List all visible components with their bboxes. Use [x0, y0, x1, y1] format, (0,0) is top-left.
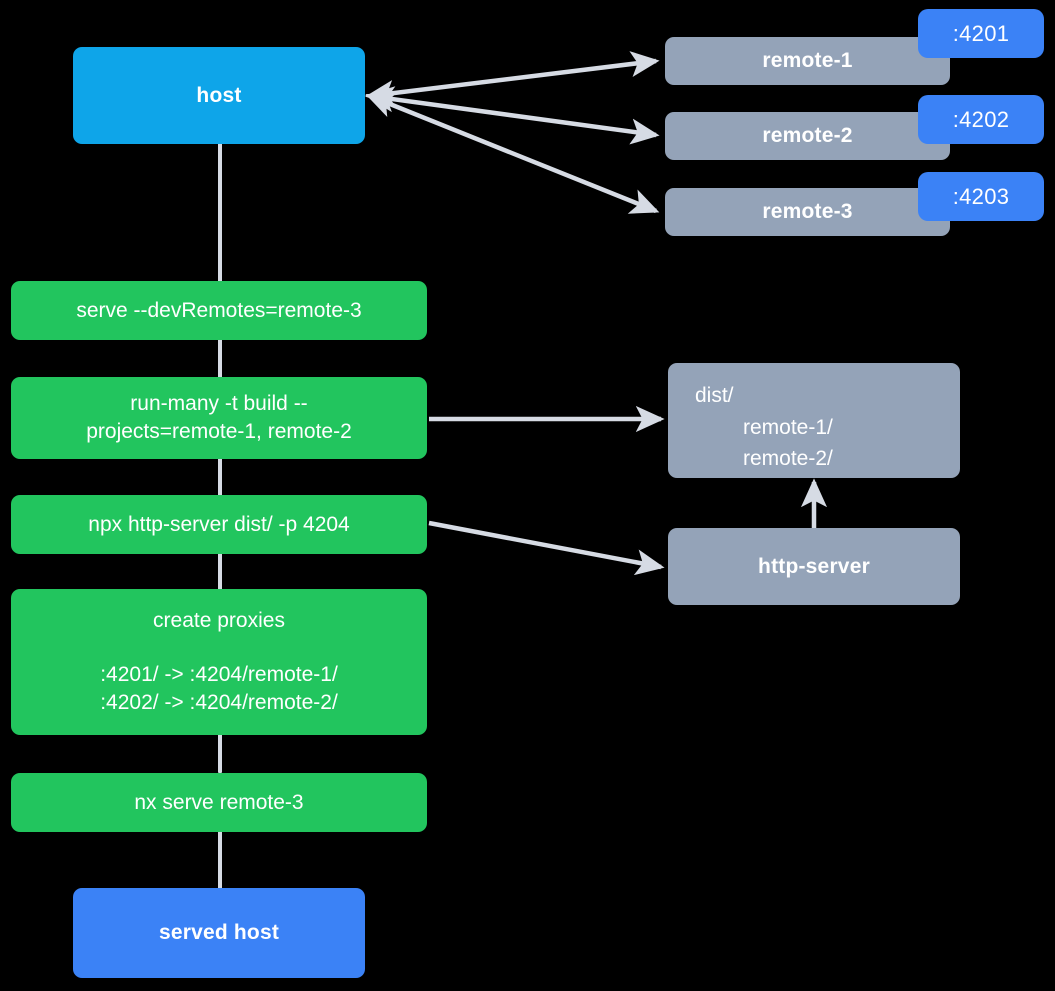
- edge-host-to-remote-2: [365, 86, 660, 145]
- connector-serve-to-runmany: [218, 336, 222, 378]
- node-served-host[interactable]: served host: [73, 888, 365, 978]
- dist-child-remote-2: remote-2/: [743, 447, 833, 470]
- command-run-many-line1: run-many -t build --: [130, 392, 308, 416]
- command-npx-http-server-label: npx http-server dist/ -p 4204: [88, 512, 350, 536]
- edge-npx-to-httpserver: [428, 520, 665, 576]
- edge-host-to-remote-3: [365, 92, 660, 214]
- proxy-mapping-2: :4202/ -> :4204/remote-2/: [100, 690, 338, 714]
- node-remote-1[interactable]: remote-1: [665, 37, 950, 85]
- node-remote-3-label: remote-3: [762, 200, 853, 224]
- node-remote-3[interactable]: remote-3: [665, 188, 950, 236]
- node-http-server-label: http-server: [758, 554, 870, 578]
- node-served-host-label: served host: [158, 921, 280, 945]
- node-command-run-many[interactable]: run-many -t build -- projects=remote-1, …: [11, 377, 427, 459]
- node-host-label: host: [196, 83, 242, 107]
- dist-root-label: dist/: [695, 384, 734, 407]
- connector-serveremote3-to-servedhost: [218, 830, 222, 892]
- node-http-server[interactable]: http-server: [668, 528, 960, 605]
- command-run-many-line2: projects=remote-1, remote-2: [86, 420, 352, 443]
- connector-proxies-to-serveremote3: [218, 731, 222, 773]
- node-host[interactable]: host: [73, 47, 365, 144]
- edge-host-to-remote-1: [365, 51, 660, 107]
- node-remote-1-label: remote-1: [762, 49, 853, 73]
- connector-runmany-to-httpserver: [218, 458, 222, 500]
- dist-child-remote-1: remote-1/: [743, 415, 833, 439]
- port-badge-remote-2-label: :4202: [952, 106, 1010, 132]
- command-nx-serve-remote-3-label: nx serve remote-3: [134, 790, 304, 814]
- connector-httpserver-to-proxies: [218, 546, 222, 592]
- port-badge-remote-3[interactable]: :4203: [918, 172, 1044, 221]
- command-serve-devremotes-label: serve --devRemotes=remote-3: [76, 298, 362, 322]
- port-badge-remote-3-label: :4203: [952, 183, 1010, 209]
- node-command-nx-serve-remote-3[interactable]: nx serve remote-3: [11, 773, 427, 832]
- node-remote-2-label: remote-2: [762, 124, 853, 148]
- node-command-npx-http-server[interactable]: npx http-server dist/ -p 4204: [11, 495, 427, 554]
- connector-host-to-serve: [218, 140, 222, 285]
- node-dist-folder[interactable]: dist/ remote-1/ remote-2/: [668, 363, 960, 478]
- node-command-serve-devremotes[interactable]: serve --devRemotes=remote-3: [11, 281, 427, 340]
- port-badge-remote-1[interactable]: :4201: [918, 9, 1044, 58]
- proxy-mapping-1: :4201/ -> :4204/remote-1/: [100, 663, 338, 687]
- node-command-create-proxies[interactable]: create proxies :4201/ -> :4204/remote-1/…: [11, 589, 427, 735]
- node-remote-2[interactable]: remote-2: [665, 112, 950, 160]
- port-badge-remote-2[interactable]: :4202: [918, 95, 1044, 144]
- command-create-proxies-title: create proxies: [153, 609, 285, 633]
- port-badge-remote-1-label: :4201: [952, 20, 1010, 46]
